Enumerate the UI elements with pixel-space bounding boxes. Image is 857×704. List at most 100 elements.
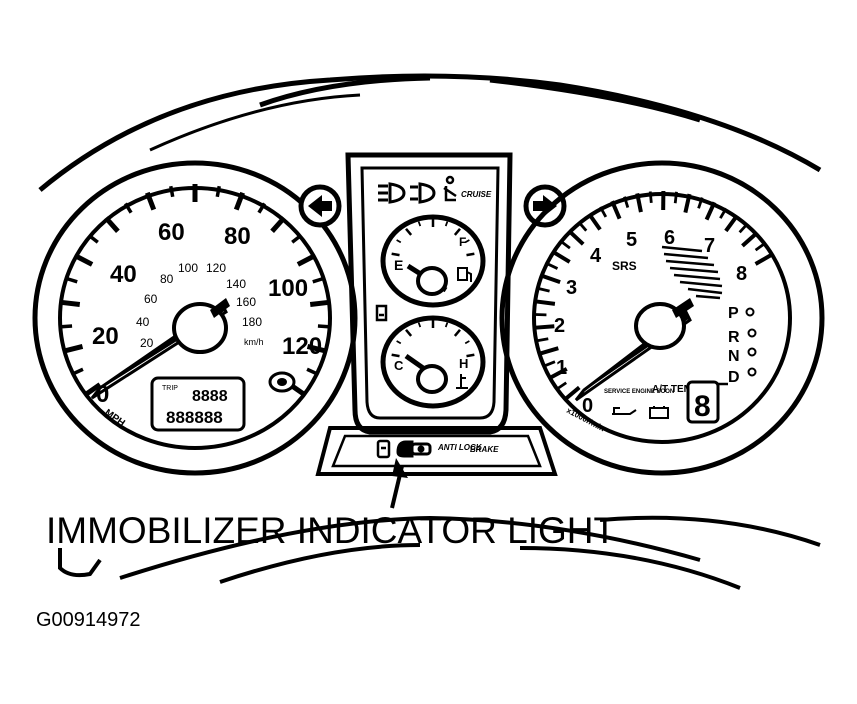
tach-6: 6 [664, 227, 675, 249]
oil-pressure-icon [612, 407, 637, 415]
tick-mark [539, 346, 559, 356]
tick-mark [257, 202, 267, 214]
tick-mark [683, 193, 692, 213]
anti-lock-label: ANTI LOCK [437, 443, 483, 452]
srs-label: SRS [612, 259, 637, 273]
tick-mark [123, 202, 133, 214]
tick-mark [738, 222, 749, 234]
tick-mark [396, 239, 402, 244]
brake-label: BRAKE [470, 445, 499, 454]
turn-left-indicator [298, 184, 342, 228]
callout-label: IMMOBILIZER INDICATOR LIGHT [46, 510, 617, 551]
tick-mark [754, 252, 773, 266]
tick-mark [169, 185, 175, 198]
tick-mark [309, 299, 329, 308]
speedo-kmh-120: 120 [206, 261, 226, 275]
tick-mark [444, 322, 449, 328]
tick-mark [405, 228, 413, 236]
tick-mark [552, 250, 571, 264]
immobilizer-key-icon[interactable] [396, 440, 432, 458]
tick-mark [464, 239, 470, 244]
tick-mark [396, 340, 402, 345]
tick-mark [466, 353, 475, 358]
fuel-gauge: E F [380, 214, 486, 308]
fuel-f-label: F [459, 235, 466, 249]
tachometer-bezel [499, 160, 825, 476]
tick-mark [567, 229, 585, 246]
speedometer-bezel [32, 160, 358, 476]
tick-mark [719, 207, 728, 219]
tick-mark [74, 253, 94, 267]
tachometer-tick-marks [535, 190, 773, 402]
light-indicator-icon [268, 371, 296, 393]
cruise-label: CRUISE [461, 190, 492, 199]
fuel-e-label: E [394, 257, 403, 273]
tachometer-needle [574, 298, 694, 402]
tick-mark [754, 242, 766, 252]
temp-c-label: C [394, 358, 404, 373]
speedo-mph-80: 80 [224, 223, 251, 250]
fog-light-icon [378, 182, 406, 204]
tick-mark [536, 337, 549, 343]
gear-position-display: 8 [686, 380, 728, 424]
tick-mark [61, 299, 81, 308]
tick-mark [610, 200, 622, 220]
tach-0: 0 [582, 395, 593, 417]
tick-mark [556, 381, 568, 391]
tick-mark [391, 252, 400, 257]
temp-h-label: H [459, 356, 468, 371]
tick-mark [546, 262, 559, 270]
tick-mark [673, 191, 678, 204]
tick-mark [648, 191, 653, 204]
tick-mark [724, 214, 739, 233]
tick-mark [417, 322, 422, 328]
gear-indicator-dots [745, 307, 757, 377]
turn-right-indicator [523, 184, 567, 228]
check-gauge-icon [376, 439, 391, 459]
tick-mark [741, 231, 758, 248]
tick-mark [538, 287, 550, 293]
tick-mark [466, 252, 475, 257]
speedo-kmh-60: 60 [144, 292, 158, 306]
tick-mark [291, 234, 302, 244]
speedo-kmh-100: 100 [178, 261, 198, 275]
tick-mark [704, 201, 717, 221]
tick-mark [306, 343, 326, 354]
fuel-pump-icon [457, 267, 472, 282]
tach-3: 3 [566, 277, 577, 299]
tick-mark [535, 324, 555, 330]
center-gauge-panel: CRUISE E F C H [345, 152, 513, 435]
redline-zone [661, 245, 723, 300]
headlight-icon [410, 182, 436, 204]
tick-mark [405, 329, 413, 337]
odometer-bottom-digits: 888888 [166, 408, 223, 427]
tick-mark [66, 276, 78, 284]
tick-mark [453, 228, 461, 236]
tick-mark [306, 367, 318, 376]
tick-mark [623, 196, 630, 208]
speedo-kmh-80: 80 [160, 272, 174, 286]
speedo-mph-120: 120 [282, 333, 322, 360]
speedometer: 0 20 40 60 80 100 120 20 40 60 80 100 12… [32, 160, 358, 476]
gear-p: P [728, 305, 739, 322]
tick-mark [391, 353, 400, 358]
speedometer-needle [90, 298, 230, 400]
tick-mark [453, 329, 461, 337]
tick-mark [72, 367, 84, 376]
tach-2: 2 [554, 315, 565, 337]
speedo-kmh-20: 20 [140, 336, 154, 350]
temperature-gauge: C H [380, 315, 486, 409]
speedo-mph-20: 20 [92, 323, 119, 350]
tach-5: 5 [626, 229, 637, 251]
tick-mark [145, 191, 157, 211]
tick-mark [559, 240, 571, 250]
tick-mark [83, 382, 102, 397]
tach-7: 7 [704, 235, 715, 257]
tick-mark [88, 234, 99, 244]
gear-d: D [728, 369, 740, 386]
tick-mark [417, 221, 422, 227]
coolant-icon [456, 374, 468, 389]
service-engine-soon-label: SERVICE ENGINE SOON [604, 389, 674, 395]
tach-8: 8 [736, 263, 747, 285]
